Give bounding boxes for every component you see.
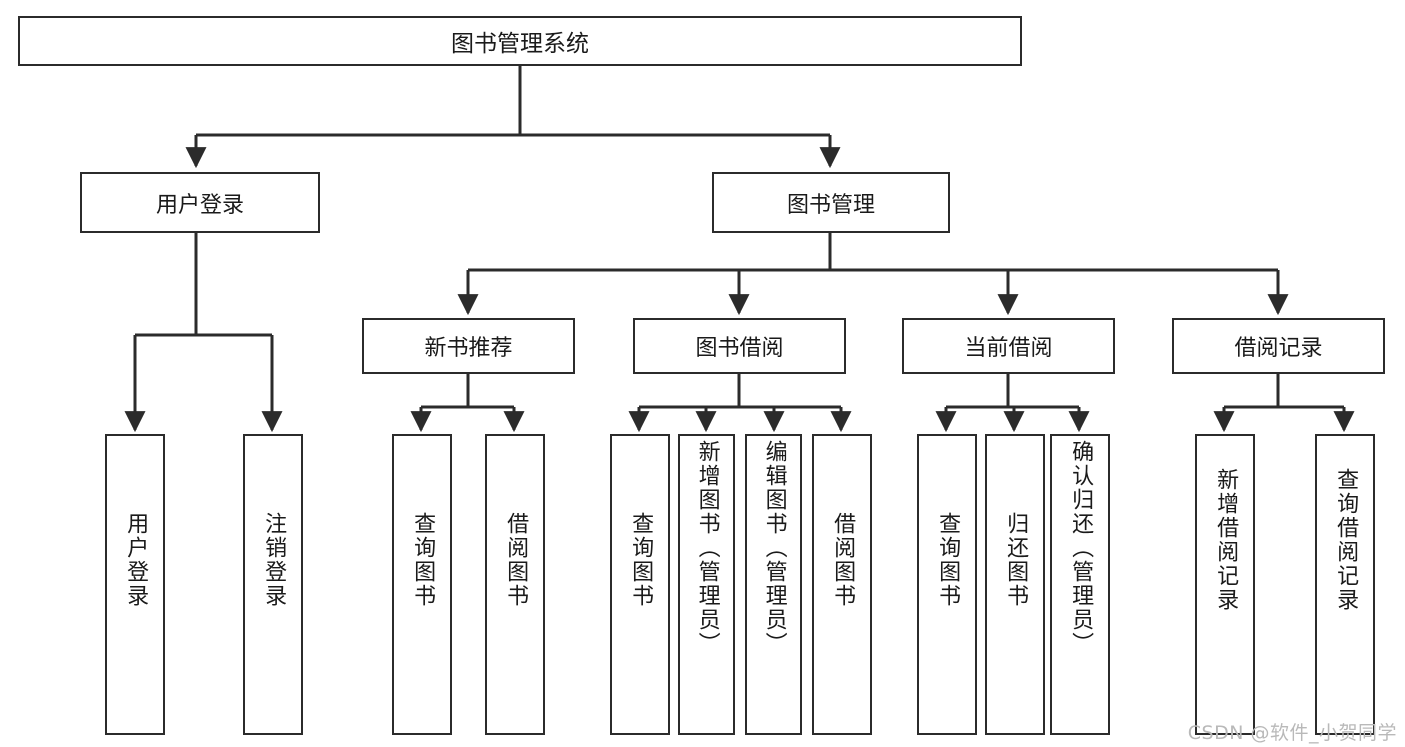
leaf-label: 借阅图书: [503, 512, 529, 608]
leaf-label: 确认归还（管理员）: [1068, 440, 1094, 656]
node-book-management[interactable]: 图书管理: [712, 172, 950, 233]
node-label: 借阅记录: [1234, 336, 1323, 361]
csdn-watermark: CSDN @软件_小贺同学: [1187, 722, 1397, 744]
node-label: 图书管理: [786, 192, 875, 218]
node-label: 当前借阅: [964, 336, 1053, 361]
leaf-confirm-return-admin[interactable]: 确认归还（管理员）: [1050, 434, 1110, 735]
leaf-query-book-current[interactable]: 查询图书: [917, 434, 977, 735]
leaf-borrow-book-recommend[interactable]: 借阅图书: [485, 434, 545, 735]
leaf-logout[interactable]: 注销登录: [243, 434, 303, 735]
leaf-add-book-admin[interactable]: 新增图书（管理员）: [678, 434, 735, 735]
node-current-borrow[interactable]: 当前借阅: [902, 318, 1115, 374]
node-new-book-recommend[interactable]: 新书推荐: [362, 318, 575, 374]
leaf-label: 查询图书: [628, 512, 654, 608]
leaf-return-book[interactable]: 归还图书: [985, 434, 1045, 735]
leaf-label: 查询图书: [935, 512, 961, 608]
leaf-query-book-borrow[interactable]: 查询图书: [610, 434, 670, 735]
node-label: 用户登录: [155, 192, 244, 218]
leaf-user-login[interactable]: 用户登录: [105, 434, 165, 735]
leaf-label: 编辑图书（管理员）: [761, 440, 787, 656]
node-borrow-record[interactable]: 借阅记录: [1172, 318, 1385, 374]
node-label: 图书管理系统: [451, 31, 589, 57]
node-label: 图书借阅: [695, 336, 784, 361]
leaf-label: 借阅图书: [830, 512, 856, 608]
leaf-add-borrow-record[interactable]: 新增借阅记录: [1195, 434, 1255, 735]
leaf-label: 新增借阅记录: [1213, 468, 1239, 612]
node-user-login[interactable]: 用户登录: [80, 172, 320, 233]
leaf-label: 注销登录: [261, 512, 287, 608]
node-book-borrow[interactable]: 图书借阅: [633, 318, 846, 374]
leaf-label: 新增图书（管理员）: [694, 440, 720, 656]
leaf-label: 归还图书: [1003, 512, 1029, 608]
node-root-book-management-system[interactable]: 图书管理系统: [18, 16, 1022, 66]
leaf-label: 查询借阅记录: [1333, 468, 1359, 612]
leaf-label: 查询图书: [410, 512, 436, 608]
leaf-query-borrow-record[interactable]: 查询借阅记录: [1315, 434, 1375, 735]
leaf-edit-book-admin[interactable]: 编辑图书（管理员）: [745, 434, 802, 735]
leaf-borrow-book[interactable]: 借阅图书: [812, 434, 872, 735]
leaf-query-book-recommend[interactable]: 查询图书: [392, 434, 452, 735]
leaf-label: 用户登录: [123, 512, 149, 608]
node-label: 新书推荐: [424, 336, 513, 361]
